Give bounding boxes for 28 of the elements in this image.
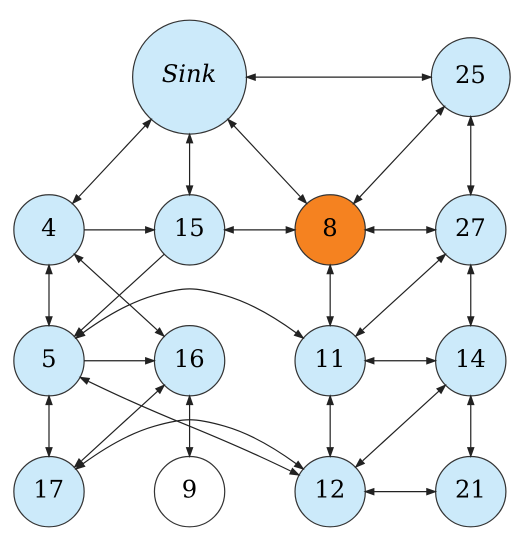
arrow (354, 253, 446, 338)
arrow (362, 226, 437, 234)
node-circle: 15 (153, 194, 225, 266)
arrow (326, 263, 334, 328)
arrow (44, 263, 52, 328)
node-circle: 9 (153, 456, 225, 528)
arrow (84, 356, 156, 365)
arrow (466, 394, 474, 458)
node-circle: 21 (434, 456, 506, 528)
arrow (185, 394, 193, 458)
arrow (71, 118, 152, 205)
arrow (84, 226, 156, 234)
arrow (354, 384, 446, 468)
arrow (466, 263, 474, 328)
arrow (222, 226, 296, 234)
arrow (74, 419, 304, 470)
arrow (44, 394, 52, 458)
arrow (362, 356, 437, 365)
arrow (352, 105, 446, 205)
arrow (226, 118, 308, 205)
arrow (244, 73, 432, 81)
arrow (185, 132, 193, 196)
arrow (466, 114, 474, 196)
arrow (74, 288, 304, 340)
arrow (78, 376, 300, 476)
arrow (362, 488, 437, 496)
arrow (326, 394, 334, 458)
node-circle: Sink (132, 20, 247, 135)
